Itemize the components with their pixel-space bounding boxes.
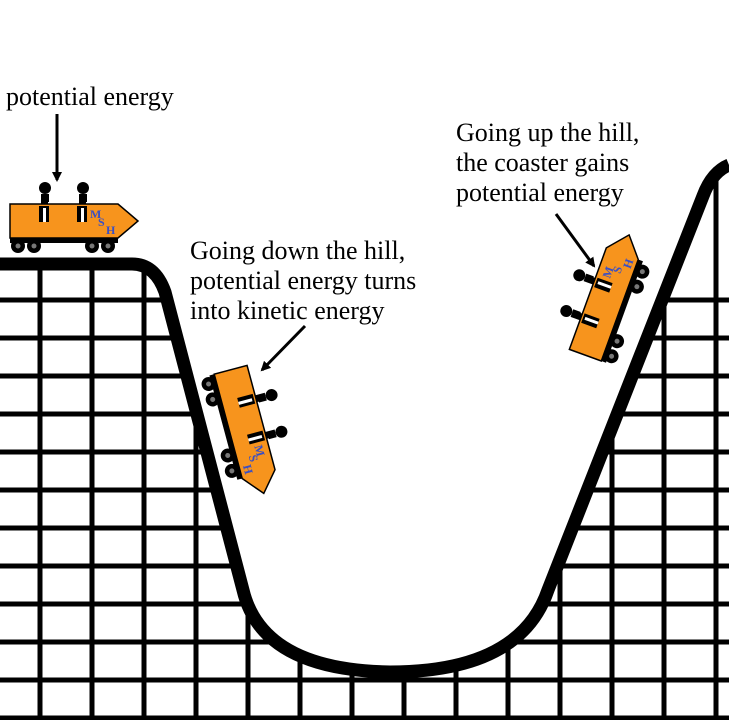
coaster-car-uphill: M S H — [547, 220, 660, 367]
coaster-car-downhill: M S H — [198, 358, 303, 503]
label-top-potential-energy: potential energy — [6, 82, 174, 112]
label-going-up: Going up the hill, the coaster gains pot… — [456, 118, 639, 208]
svg-text:M: M — [251, 443, 267, 458]
label-going-down: Going down the hill, potential energy tu… — [190, 236, 416, 326]
coaster-car-top: M S H — [9, 181, 139, 254]
svg-text:S: S — [610, 264, 626, 275]
label-line: potential energy turns — [190, 266, 417, 295]
coaster-track — [0, 158, 729, 679]
label-line: potential energy — [456, 178, 624, 207]
arrow-downhill — [260, 324, 307, 372]
label-line: into kinetic energy — [190, 296, 385, 325]
label-line: Going down the hill, — [190, 236, 406, 265]
arrow-uphill — [554, 213, 596, 268]
label-line: Going up the hill, — [456, 118, 640, 147]
svg-text:M: M — [600, 265, 617, 280]
svg-text:S: S — [246, 453, 261, 463]
label-line: the coaster gains — [456, 148, 630, 177]
label-line: potential energy — [6, 82, 174, 111]
svg-text:M: M — [90, 207, 101, 221]
svg-text:H: H — [106, 223, 116, 237]
svg-text:H: H — [240, 463, 256, 476]
svg-text:S: S — [98, 215, 105, 229]
